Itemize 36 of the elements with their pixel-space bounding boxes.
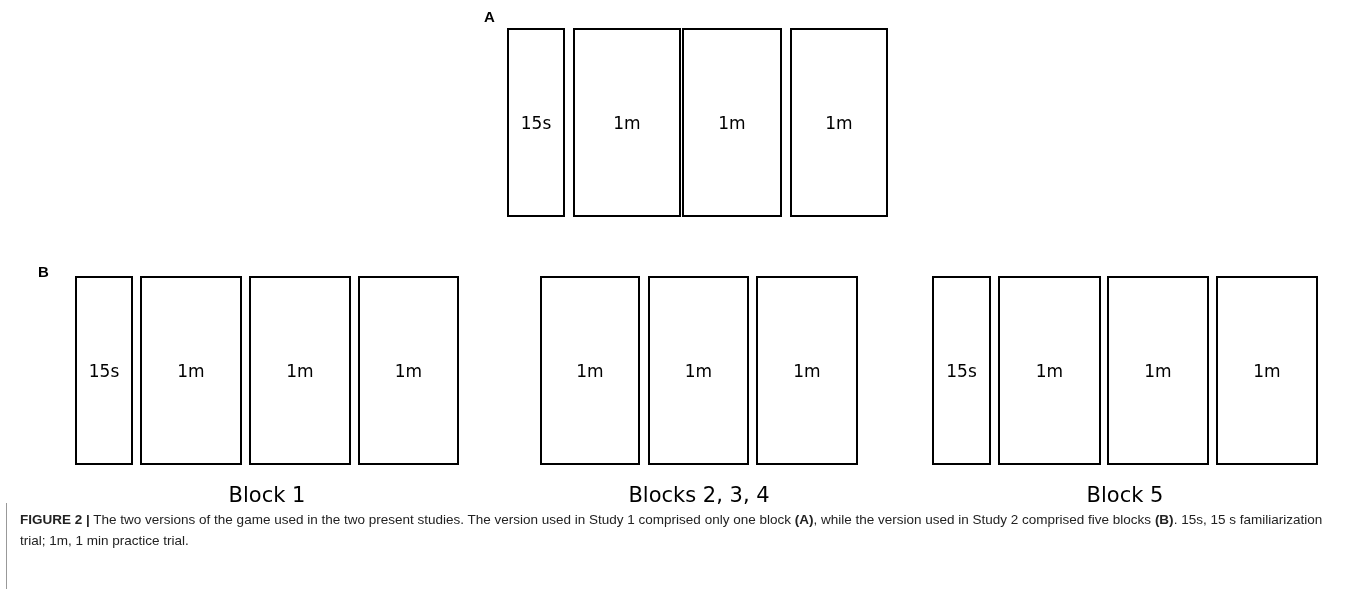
trial-box — [932, 276, 991, 465]
trial-duration: 1m — [825, 112, 853, 133]
trial-box — [790, 28, 888, 217]
trial-duration: 1m — [613, 112, 641, 133]
trial-duration: 1m — [684, 360, 713, 381]
trial-box — [573, 28, 681, 217]
trial-box — [507, 28, 565, 217]
block-label: Blocks 2, 3, 4 — [627, 483, 771, 507]
trial-duration: 15s — [946, 360, 977, 381]
trial-box — [648, 276, 749, 465]
block-label: Block 1 — [227, 483, 307, 507]
panel-label: B — [38, 263, 49, 280]
trial-box — [998, 276, 1101, 465]
trial-box — [1216, 276, 1318, 465]
trial-box — [358, 276, 459, 465]
block-label: Block 5 — [1085, 483, 1165, 507]
trial-box — [75, 276, 133, 465]
trial-duration: 1m — [793, 360, 821, 381]
trial-box — [540, 276, 640, 465]
trial-box — [140, 276, 242, 465]
trial-duration: 15s — [88, 360, 120, 381]
trial-duration: 1m — [286, 360, 314, 381]
trial-box — [682, 28, 782, 217]
trial-duration: 1m — [576, 360, 604, 381]
panel-label: A — [484, 8, 495, 25]
trial-box — [756, 276, 858, 465]
figure-caption: FIGURE 2 | The two versions of the game used in the two present studies. The version used in Study 1 comprised only one block (A), while the version used in Study 2 comprised five blocks (B). 15s, 15 s familiarization trial; 1m, 1 min practice trial. — [20, 511, 1324, 550]
trial-duration: 1m — [1253, 360, 1281, 381]
trial-duration: 1m — [177, 360, 205, 381]
trial-duration: 1m — [1035, 360, 1064, 381]
trial-box — [1107, 276, 1209, 465]
trial-duration: 1m — [718, 112, 746, 133]
trial-box — [249, 276, 351, 465]
trial-duration: 15s — [520, 112, 552, 133]
trial-duration: 1m — [394, 360, 423, 381]
trial-duration: 1m — [1144, 360, 1172, 381]
